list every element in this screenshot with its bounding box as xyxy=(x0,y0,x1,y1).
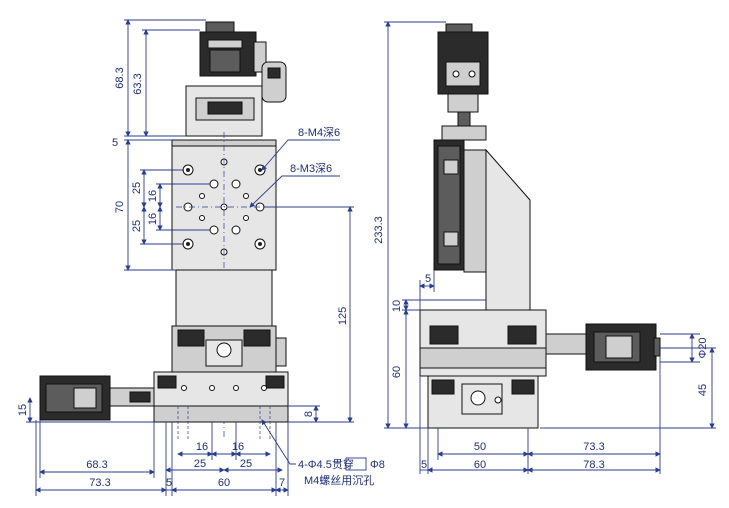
callout-m4: 8-M4深6 xyxy=(298,126,340,139)
dim-5-left: 5 xyxy=(112,137,118,149)
callout-counterbore-note: M4螺丝用沉孔 xyxy=(304,474,374,487)
side-column xyxy=(433,139,531,311)
front-side-motor xyxy=(39,375,155,421)
dim-68-3-top: 68.3 xyxy=(114,67,126,88)
dim-16-a: 16 xyxy=(147,190,159,202)
front-column xyxy=(175,269,273,327)
side-motor-right xyxy=(545,323,661,371)
dim-125: 125 xyxy=(337,307,349,325)
dim-25-d: 25 xyxy=(240,458,252,470)
dim-68-3-bottom: 68.3 xyxy=(86,459,107,471)
dim-60-bottom: 60 xyxy=(218,477,230,489)
dim-10: 10 xyxy=(391,300,403,312)
dim-45: 45 xyxy=(697,384,709,396)
front-dimension-text: 68.3 63.3 5 70 25 16 16 25 125 15 8 16 1… xyxy=(17,67,385,489)
dim-16-c: 16 xyxy=(196,441,208,453)
callout-counterbore: Φ8 xyxy=(370,459,385,471)
dim-233-3: 233.3 xyxy=(373,216,385,244)
dim-5-bottom: 5 xyxy=(166,477,172,489)
dim-16-d: 16 xyxy=(232,441,244,453)
callout-through-hole: 4-Φ4.5贯穿 xyxy=(298,457,354,471)
dim-78-3: 78.3 xyxy=(583,459,604,471)
dim-7-bottom: 7 xyxy=(279,477,285,489)
callout-m3: 8-M3深6 xyxy=(290,162,332,175)
dim-73-3-bottom: 73.3 xyxy=(89,477,110,489)
side-motor-top xyxy=(437,23,489,141)
dim-63-3: 63.3 xyxy=(132,73,144,94)
side-view xyxy=(419,23,661,429)
dim-phi20: Φ20 xyxy=(697,337,709,358)
front-slide-block xyxy=(171,325,287,373)
dim-8: 8 xyxy=(303,411,315,417)
dim-16-b: 16 xyxy=(147,213,159,225)
dim-60-left: 60 xyxy=(391,366,403,378)
front-dimension-lines xyxy=(26,19,367,496)
front-top-plate xyxy=(171,132,277,440)
dim-5-step: 5 xyxy=(425,273,431,285)
side-dimension-lines xyxy=(384,21,716,474)
dim-25-a: 25 xyxy=(131,182,143,194)
front-motor xyxy=(185,21,287,137)
front-base xyxy=(153,371,289,440)
front-view xyxy=(39,21,289,440)
dim-73-3: 73.3 xyxy=(583,441,604,453)
side-slide-block xyxy=(419,309,547,429)
side-dimension-text: 233.3 5 10 60 50 73.3 5 60 78.3 Φ20 45 xyxy=(373,216,709,471)
dim-15: 15 xyxy=(17,404,29,416)
dim-60-b: 60 xyxy=(474,459,486,471)
dim-25-b: 25 xyxy=(131,220,143,232)
dim-70: 70 xyxy=(114,201,126,213)
dim-5-b: 5 xyxy=(421,459,427,471)
dim-50: 50 xyxy=(474,441,486,453)
dim-25-c: 25 xyxy=(194,458,206,470)
